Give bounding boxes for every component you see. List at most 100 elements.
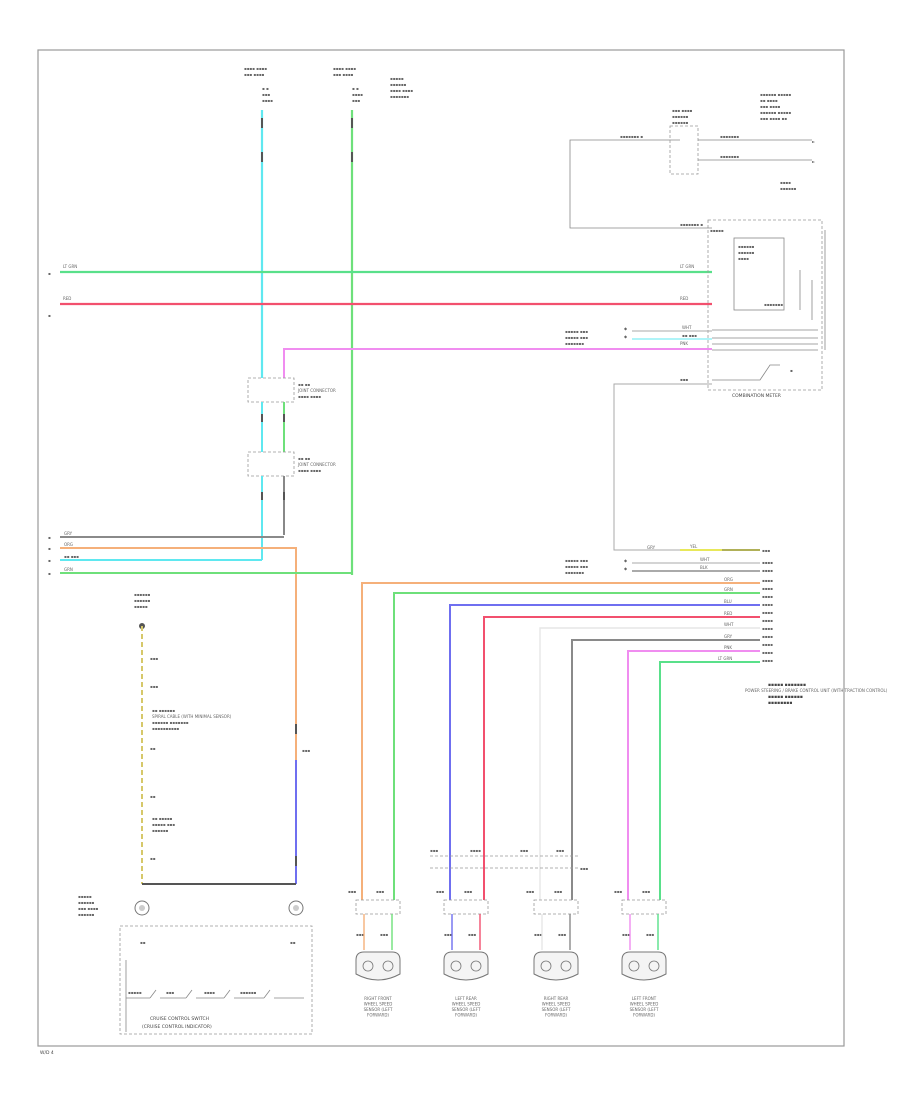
svg-text:BLU: BLU [724,599,732,604]
svg-text:▪▪: ▪▪ [140,940,146,945]
svg-text:▪▪▪▪: ▪▪▪▪ [762,560,773,565]
svg-text:GRN: GRN [724,587,733,592]
svg-text:ORG: ORG [724,577,733,582]
svg-text:▪▪▪▪: ▪▪▪▪ [780,180,791,185]
svg-text:▪▪▪▪▪▪: ▪▪▪▪▪▪ [672,114,689,119]
svg-text:▪▪▪: ▪▪▪ [430,848,438,853]
svg-text:▪▪ ▪▪▪: ▪▪ ▪▪▪ [682,333,697,338]
svg-text:▪▪▪▪: ▪▪▪▪ [762,642,773,647]
svg-text:▪▪▪▪▪ ▪▪▪: ▪▪▪▪▪ ▪▪▪ [565,558,588,563]
svg-text:▪▪▪▪: ▪▪▪▪ [738,256,749,261]
svg-text:▪▪▪▪▪▪▪: ▪▪▪▪▪▪▪ [720,134,739,139]
svg-text:▪▪▪▪▪: ▪▪▪▪▪ [78,894,92,899]
svg-text:▪▪▪▪: ▪▪▪▪ [762,634,773,639]
svg-text:▪▪▪▪▪▪: ▪▪▪▪▪▪ [738,244,755,249]
svg-text:▪▪▪ ▪▪▪▪: ▪▪▪ ▪▪▪▪ [244,72,265,77]
svg-text:▪▪▪: ▪▪▪ [262,92,270,97]
ecu-sensor-wires [361,582,760,900]
wire-label-org-lower: ▪▪▪ [302,748,310,753]
ecu-wire-labels: ORG GRN BLU RED WHT GRY PNK LT GRN [718,577,734,661]
svg-text:▪▪▪▪▪: ▪▪▪▪▪ [390,76,404,81]
svg-text:(CRUISE CONTROL INDICATOR): (CRUISE CONTROL INDICATOR) [142,1024,212,1030]
svg-text:▪▪▪▪ ▪▪▪▪: ▪▪▪▪ ▪▪▪▪ [298,394,321,399]
sensor-cross-labels: ▪▪▪ ▪▪▪▪ ▪▪▪ ▪▪▪ ▪▪▪ [430,848,588,871]
svg-text:▪▪▪ ▪▪▪▪: ▪▪▪ ▪▪▪▪ [78,906,99,911]
svg-text:▪▪▪: ▪▪▪ [622,932,630,937]
wire-pink-to-meter [283,348,712,378]
svg-text:▪▪▪: ▪▪▪ [380,932,388,937]
svg-text:BLK: BLK [700,565,708,570]
svg-text:▪▪▪: ▪▪▪ [646,932,654,937]
svg-text:▪▪▪: ▪▪▪ [614,889,622,894]
svg-text:▪▪▪▪▪ ▪▪▪▪▪▪: ▪▪▪▪▪ ▪▪▪▪▪▪ [768,695,803,700]
wire-label-lt-grn-right: LT GRN [680,264,694,269]
svg-text:▪▪▪: ▪▪▪ [468,932,476,937]
svg-text:◆: ◆ [624,326,628,331]
svg-text:◆: ◆ [624,334,628,339]
svg-text:▪▪▪▪▪▪: ▪▪▪▪▪▪ [672,120,689,125]
svg-text:▪: ▪ [48,558,51,563]
svg-text:PNK: PNK [724,645,732,650]
svg-text:▪▪▪: ▪▪▪ [464,889,472,894]
connector-markers-top [261,118,353,162]
svg-text:WHT: WHT [682,325,692,330]
jc-markers-low [261,492,285,500]
svg-text:▪▪▪▪: ▪▪▪▪ [204,990,215,995]
svg-text:▪▪▪ ▪▪▪▪: ▪▪▪ ▪▪▪▪ [760,104,781,109]
joint-connector-upper: ▪▪ ▪▪ JOINT CONNECTOR ▪▪▪▪ ▪▪▪▪ [247,377,336,403]
svg-text:▪▪▪: ▪▪▪ [554,889,562,894]
svg-text:WHT: WHT [700,557,710,562]
svg-text:▪▪▪▪▪▪: ▪▪▪▪▪▪ [134,592,151,597]
svg-text:▪▪: ▪▪ [290,940,296,945]
wire-label-red-left: RED [63,296,71,301]
svg-text:GRY: GRY [647,545,656,550]
svg-text:▪▪▪ ▪▪▪▪: ▪▪▪ ▪▪▪▪ [672,108,693,113]
svg-text:▪▪▪▪: ▪▪▪▪ [762,650,773,655]
wire-label-meter-ecu: ▪▪▪ [680,377,688,382]
joint-connector-lower: ▪▪ ▪▪ JOINT CONNECTOR ▪▪▪▪ ▪▪▪▪ [247,451,336,477]
svg-text:▪▪▪▪ ▪▪▪▪: ▪▪▪▪ ▪▪▪▪ [333,66,356,71]
svg-text:GRY: GRY [724,634,733,639]
svg-text:▪▪▪: ▪▪▪ [150,684,158,689]
svg-text:▪▪ ▪▪▪: ▪▪ ▪▪▪ [64,554,79,559]
svg-text:▪▪▪: ▪▪▪ [376,889,384,894]
svg-text:▪▪▪▪▪: ▪▪▪▪▪ [128,990,142,995]
svg-text:▪▪▪▪▪▪▪: ▪▪▪▪▪▪▪ [565,341,584,346]
svg-text:▪▪▪▪▪▪ ▪▪▪▪▪: ▪▪▪▪▪▪ ▪▪▪▪▪ [760,92,791,97]
svg-text:▪▪▪: ▪▪▪ [526,889,534,894]
svg-text:▪▪▪▪▪▪ ▪▪▪▪▪: ▪▪▪▪▪▪ ▪▪▪▪▪ [760,110,791,115]
svg-text:▪▪ ▪▪: ▪▪ ▪▪ [298,456,310,461]
svg-text:▪ ▪: ▪ ▪ [262,86,269,91]
svg-text:▪▪▪▪: ▪▪▪▪ [762,594,773,599]
svg-text:JOINT CONNECTOR: JOINT CONNECTOR [297,462,336,467]
svg-text:▪▪▪: ▪▪▪ [556,848,564,853]
svg-text:GRY: GRY [64,531,73,536]
cruise-control-switch: ▪▪▪▪▪ ▪▪▪▪▪▪ ▪▪▪ ▪▪▪▪ ▪▪▪▪▪▪ ▪▪ ▪▪ ▪▪▪▪▪… [78,894,313,1035]
svg-text:▪: ▪ [48,535,51,540]
svg-text:▪▪▪ ▪▪▪▪: ▪▪▪ ▪▪▪▪ [333,72,354,77]
combination-meter: ▪▪▪▪▪ ▪▪▪▪▪▪ ▪▪▪▪▪▪ ▪▪▪▪ ▪▪▪▪▪▪▪ ▪ COMBI… [707,219,826,399]
svg-text:▪▪▪▪: ▪▪▪▪ [762,626,773,631]
svg-text:▪▪▪▪▪▪▪: ▪▪▪▪▪▪▪ [764,302,783,307]
svg-text:▪▪ ▪▪▪▪▪: ▪▪ ▪▪▪▪▪ [152,816,173,821]
svg-text:SPIRAL CABLE (WITH MINIMAL SEN: SPIRAL CABLE (WITH MINIMAL SENSOR) [152,714,232,719]
svg-text:▪▪▪▪▪ ▪▪▪: ▪▪▪▪▪ ▪▪▪ [565,564,588,569]
svg-text:▪▪▪: ▪▪▪ [520,848,528,853]
svg-text:▪▪▪▪▪: ▪▪▪▪▪ [710,228,724,233]
svg-text:▪▪: ▪▪ [150,746,156,751]
svg-text:JOINT CONNECTOR: JOINT CONNECTOR [297,388,336,393]
svg-text:▪▪▪▪▪▪: ▪▪▪▪▪▪ [78,912,95,917]
svg-text:▪▪▪▪: ▪▪▪▪ [762,602,773,607]
svg-text:▪▪▪▪▪▪▪: ▪▪▪▪▪▪▪ [720,154,739,159]
svg-text:▪▪▪▪▪ ▪▪▪: ▪▪▪▪▪ ▪▪▪ [565,329,588,334]
svg-text:▪▪▪▪▪ ▪▪▪: ▪▪▪▪▪ ▪▪▪ [565,335,588,340]
svg-text:▪▪▪▪▪▪: ▪▪▪▪▪▪ [738,250,755,255]
svg-text:▪▪▪▪: ▪▪▪▪ [762,618,773,623]
svg-text:▪▪▪: ▪▪▪ [762,548,770,553]
